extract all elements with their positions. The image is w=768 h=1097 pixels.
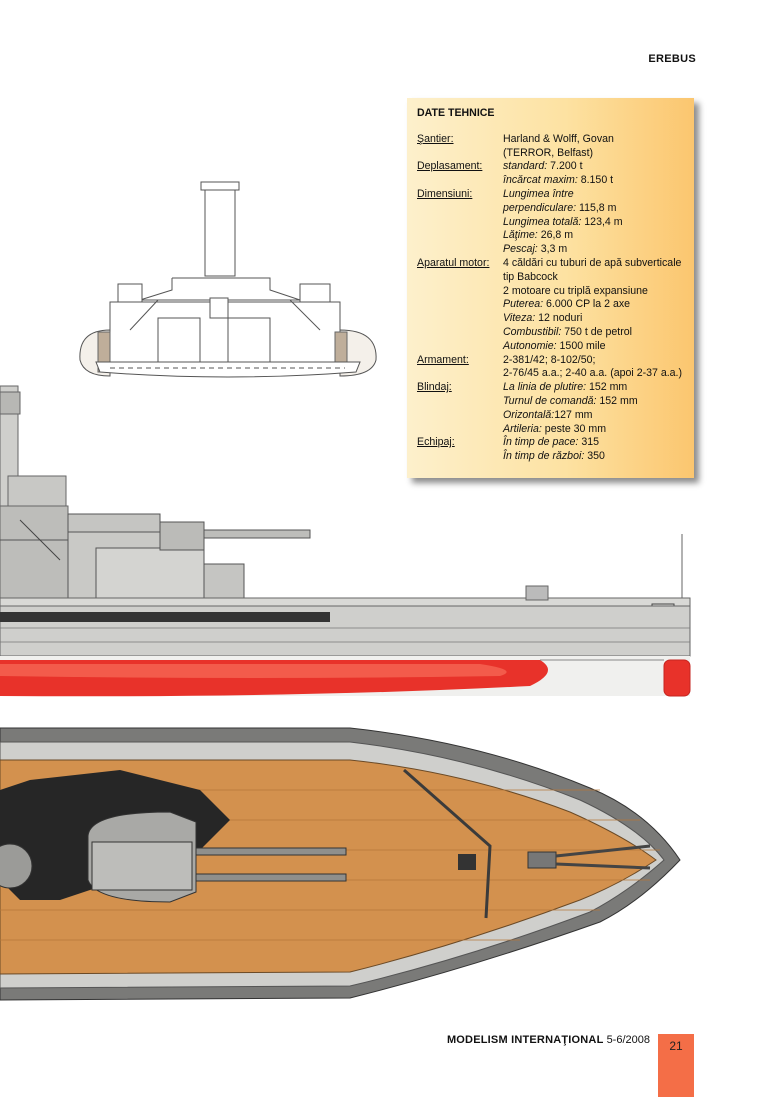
spec-value-line: 2 motoare cu triplă expansiune	[503, 284, 648, 297]
spec-value-line: Viteza: 12 noduri	[503, 312, 583, 325]
spec-value-line: În timp de pace: 315	[503, 436, 600, 449]
spec-value-line: perpendiculare: 115,8 m	[503, 201, 617, 214]
spec-label: Şantier:	[417, 132, 454, 145]
spec-label: Dimensiuni:	[417, 187, 473, 200]
spec-label: Blindaj:	[417, 381, 452, 394]
spec-values: 2-381/42; 8-102/50;2-76/45 a.a.; 2-40 a.…	[503, 354, 684, 382]
spec-value-line: 2-381/42; 8-102/50;	[503, 353, 596, 366]
spec-value-line: Orizontală:127 mm	[503, 408, 593, 421]
magazine-issue: 5-6/2008	[606, 1034, 650, 1046]
page-header-title: EREBUS	[648, 53, 696, 65]
cross-section-drawing	[79, 181, 377, 378]
spec-value-line: Pescaj: 3,3 m	[503, 243, 568, 256]
spec-value-line: Lungimea între	[503, 187, 574, 200]
spec-label: Deplasament:	[417, 160, 483, 173]
deck-plan-drawing	[0, 727, 681, 1001]
spec-value-line: Autonomie: 1500 mile	[503, 339, 606, 352]
side-profile-drawing	[0, 385, 691, 697]
technical-data-title: DATE TEHNICE	[417, 107, 495, 119]
spec-value-line: 2-76/45 a.a.; 2-40 a.a. (apoi 2-37 a.a.)	[503, 367, 683, 380]
spec-values: Harland & Wolff, Govan(TERROR, Belfast)	[503, 133, 684, 161]
spec-value-line: La linia de plutire: 152 mm	[503, 381, 628, 394]
footer-magazine: MODELISM INTERNAŢIONAL 5-6/2008	[447, 1034, 650, 1046]
spec-value-line: (TERROR, Belfast)	[503, 146, 594, 159]
spec-value-line: Lăţime: 26,8 m	[503, 229, 574, 242]
spec-value-line: În timp de război: 350	[503, 450, 605, 463]
technical-data-box: DATE TEHNICE Şantier: Harland & Wolff, Go…	[407, 98, 694, 478]
spec-value-line: Artileria: peste 30 mm	[503, 422, 607, 435]
spec-label: Echipaj:	[417, 436, 455, 449]
spec-value-line: Turnul de comandă: 152 mm	[503, 394, 638, 407]
spec-value-line: tip Babcock	[503, 270, 558, 283]
magazine-name: MODELISM INTERNAŢIONAL	[446, 1034, 604, 1046]
spec-label: Armament:	[417, 353, 469, 366]
spec-value-line: standard: 7.200 t	[503, 160, 583, 173]
spec-value-line: încărcat maxim: 8.150 t	[503, 174, 614, 187]
spec-value-line: 4 căldări cu tuburi de apă subverticale	[503, 256, 682, 269]
page-number: 21	[658, 1034, 694, 1097]
spec-row: Aparatul motor: 4 căldări cu tuburi de ap…	[417, 257, 684, 354]
technical-data-rows: Şantier: Harland & Wolff, Govan(TERROR, B…	[417, 133, 684, 464]
spec-value-line: Harland & Wolff, Govan	[503, 132, 614, 145]
spec-row: Armament: 2-381/42; 8-102/50;2-76/45 a.a.…	[417, 354, 684, 382]
spec-row: Şantier: Harland & Wolff, Govan(TERROR, B…	[417, 133, 684, 161]
spec-value-line: Lungimea totală: 123,4 m	[503, 215, 623, 228]
spec-label: Aparatul motor:	[417, 256, 490, 269]
spec-value-line: Puterea: 6.000 CP la 2 axe	[503, 298, 631, 311]
spec-value-line: Combustibil: 750 t de petrol	[503, 325, 632, 338]
